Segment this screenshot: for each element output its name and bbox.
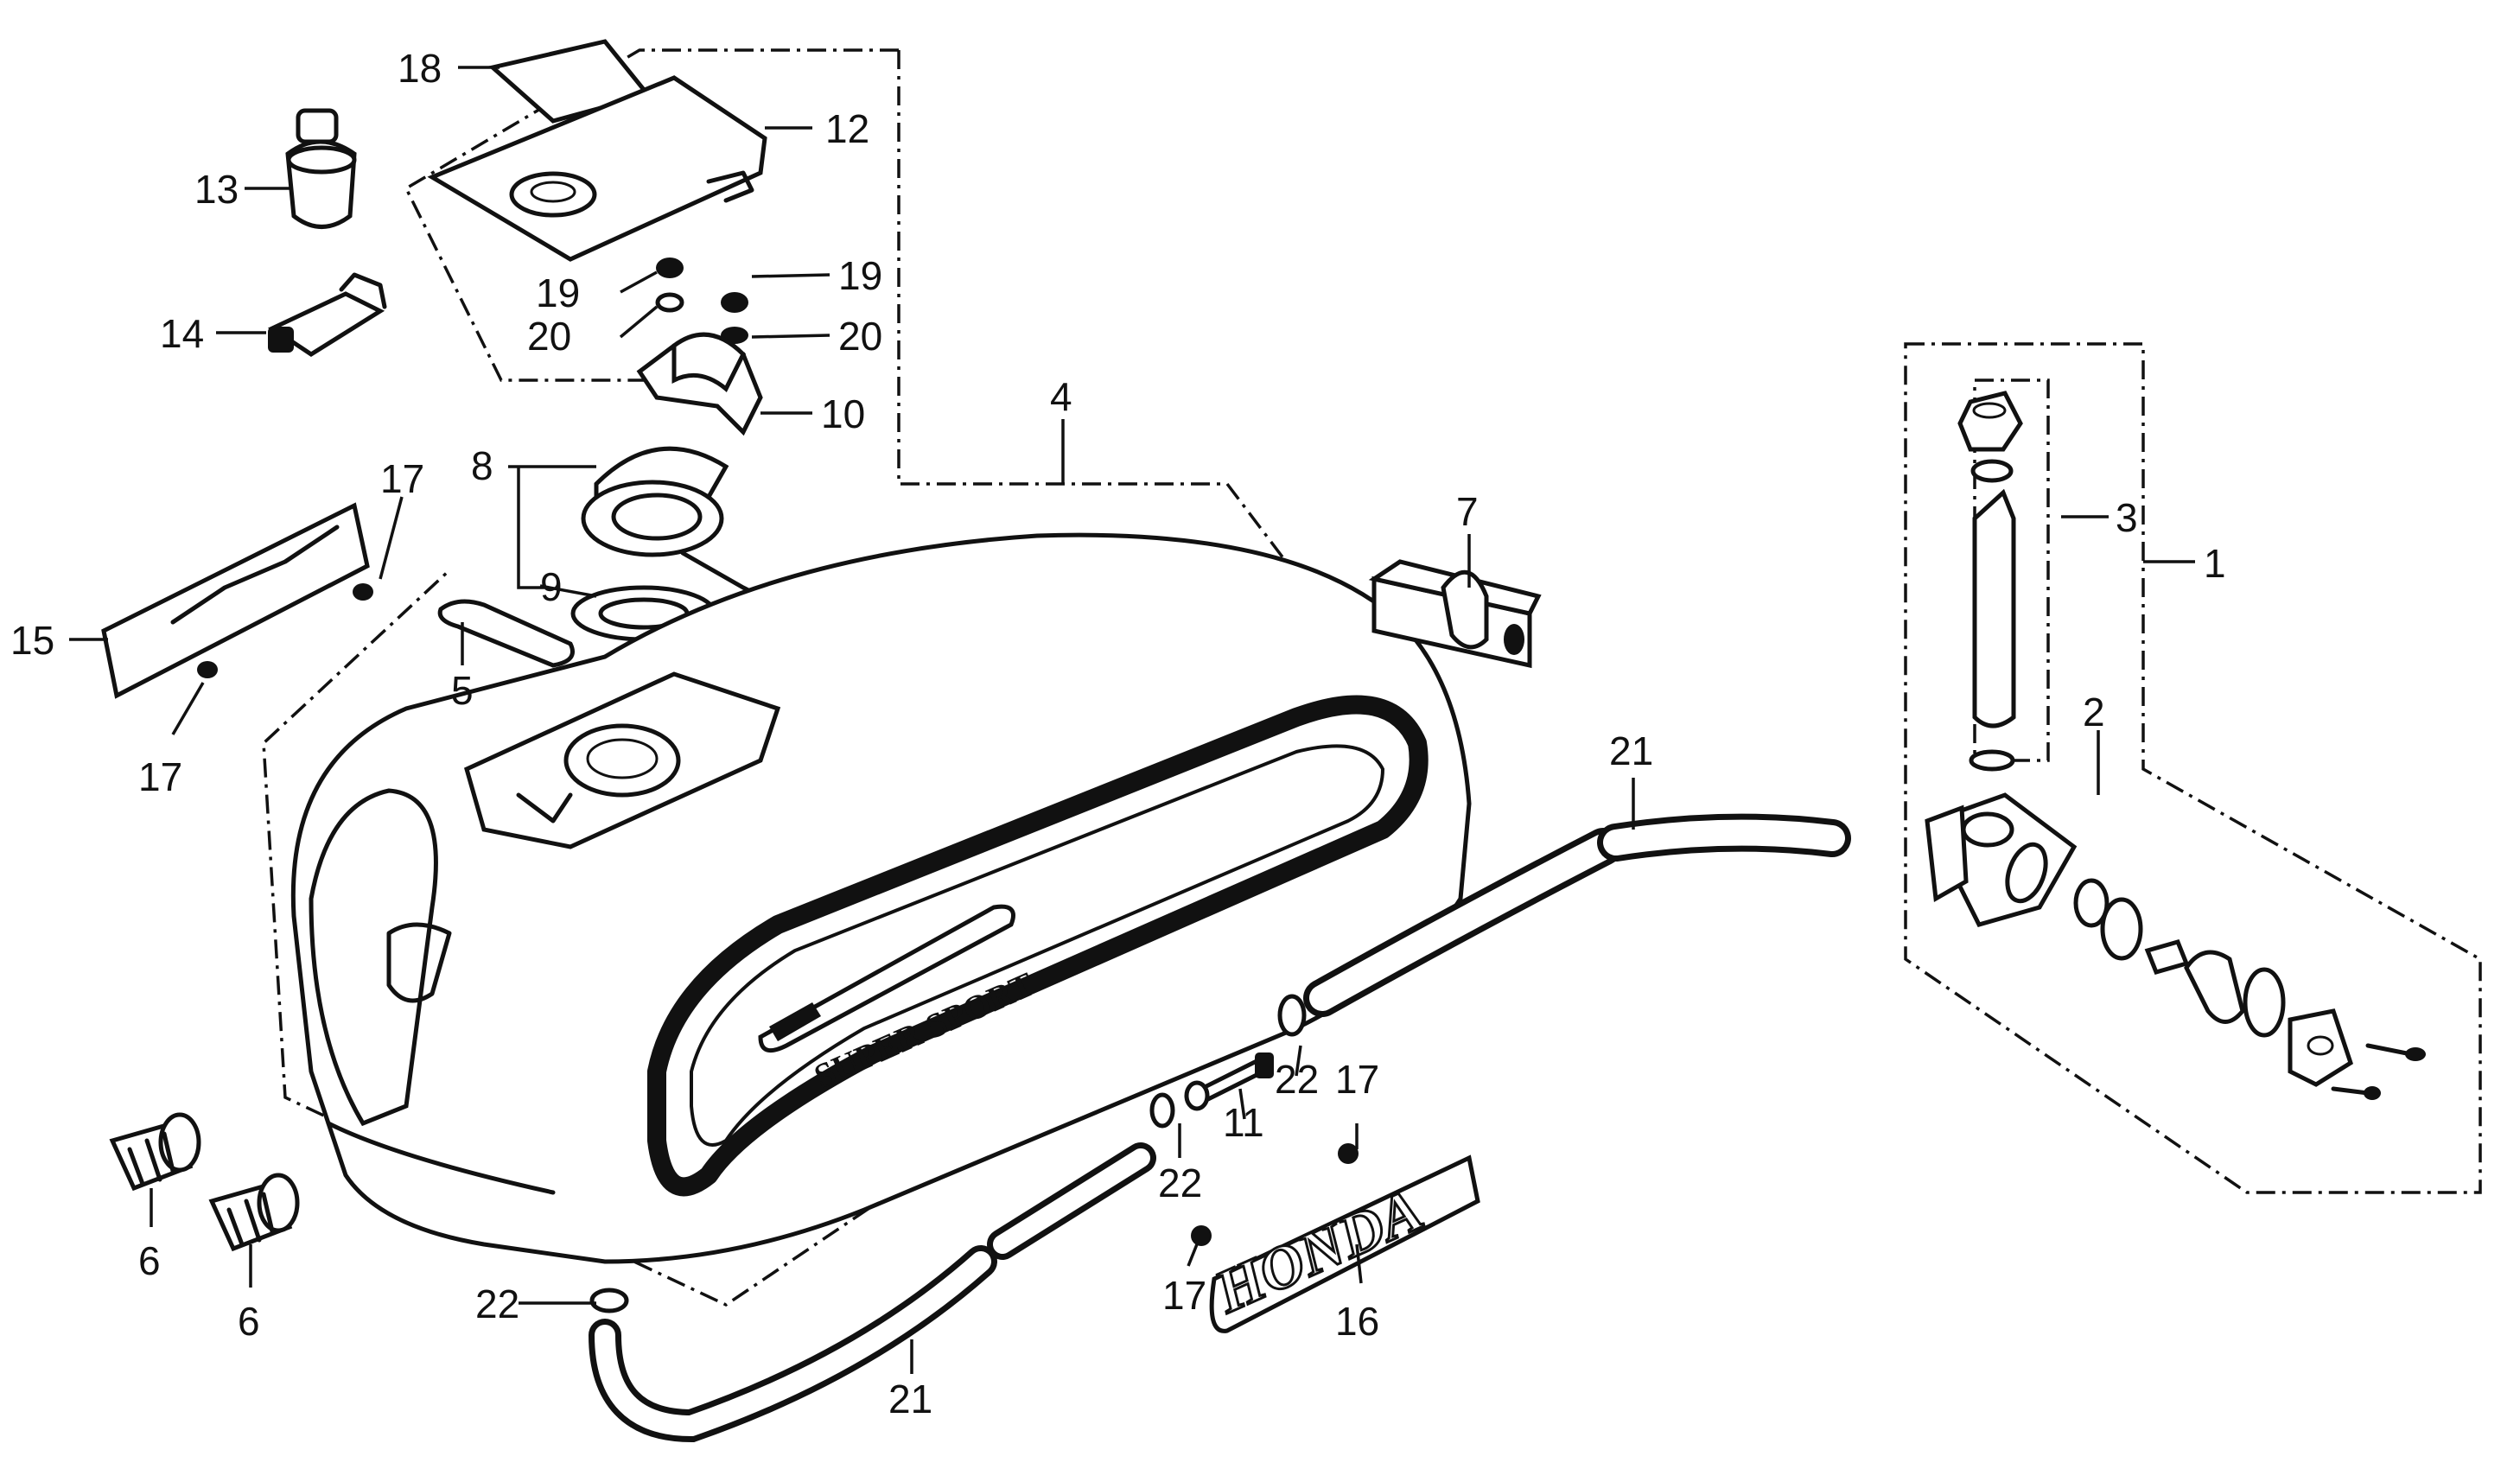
callout-1: 1 [2204, 541, 2226, 586]
part-14-clip [267, 272, 387, 357]
part-10-bracket [636, 332, 763, 436]
part-7-cushion [1368, 559, 1542, 669]
callout-14: 14 [160, 311, 204, 356]
callout-11: 11 [1223, 1100, 1264, 1145]
part-17-screws-left [197, 583, 373, 678]
part-3-strainer [1957, 378, 2050, 772]
callout-18: 18 [398, 46, 442, 91]
part-6-mount-a [109, 1112, 201, 1192]
callout-16: 16 [1335, 1299, 1379, 1344]
part-21-hose-upper [1303, 813, 1851, 1017]
callout-7: 7 [1456, 489, 1479, 534]
callout-5: 5 [451, 668, 474, 713]
part-15-side-plate [101, 502, 370, 699]
part-8-filler-cap [581, 446, 867, 625]
part-11-bolt [1184, 1052, 1274, 1111]
callout-8: 8 [471, 443, 493, 488]
callout-19a: 19 [536, 270, 580, 315]
callout-22a: 22 [1275, 1057, 1319, 1102]
callout-4: 4 [1050, 374, 1072, 419]
part-6-mount-b [208, 1173, 300, 1252]
part-22-clips [589, 994, 1307, 1313]
callout-20b: 20 [838, 314, 882, 359]
callout-9: 9 [540, 564, 563, 609]
callout-3: 3 [2116, 495, 2138, 540]
part-2-fuel-valve [1925, 792, 2426, 1100]
part-21-hose-lower [589, 1142, 1156, 1443]
callout-10: 10 [821, 391, 865, 436]
part-17-screws-right [1191, 1143, 1359, 1246]
group-outline-1 [1904, 342, 2482, 1194]
parts-19-20-fasteners [655, 258, 748, 344]
callout-17d: 17 [1162, 1273, 1206, 1318]
part-12-cover-plate [427, 75, 767, 262]
callout-20a: 20 [527, 314, 571, 359]
leader-lines [69, 66, 2195, 1374]
callout-22c: 22 [475, 1281, 519, 1326]
callout-22b: 22 [1158, 1161, 1202, 1205]
callout-15: 15 [10, 618, 54, 663]
callout-12: 12 [825, 106, 869, 151]
callout-17a: 17 [380, 456, 424, 501]
callout-21a: 21 [1609, 728, 1653, 773]
callout-17c: 17 [1335, 1057, 1379, 1102]
callout-21b: 21 [888, 1377, 932, 1421]
part-13-key-lock [285, 108, 357, 229]
callout-6a: 6 [138, 1238, 161, 1283]
callout-numbers: 18 12 13 14 19 19 20 20 10 8 9 17 15 17 … [10, 46, 2226, 1421]
part-4-fuel-tank: SUPER SPORT [290, 532, 1472, 1264]
part-5-gasket-strip [437, 599, 575, 668]
callout-19b: 19 [838, 253, 882, 298]
callout-2: 2 [2083, 690, 2105, 734]
callout-17b: 17 [138, 754, 182, 799]
emblem-text-honda: HONDA [1205, 1176, 1432, 1326]
callout-13: 13 [194, 167, 239, 212]
callout-6b: 6 [238, 1299, 260, 1344]
